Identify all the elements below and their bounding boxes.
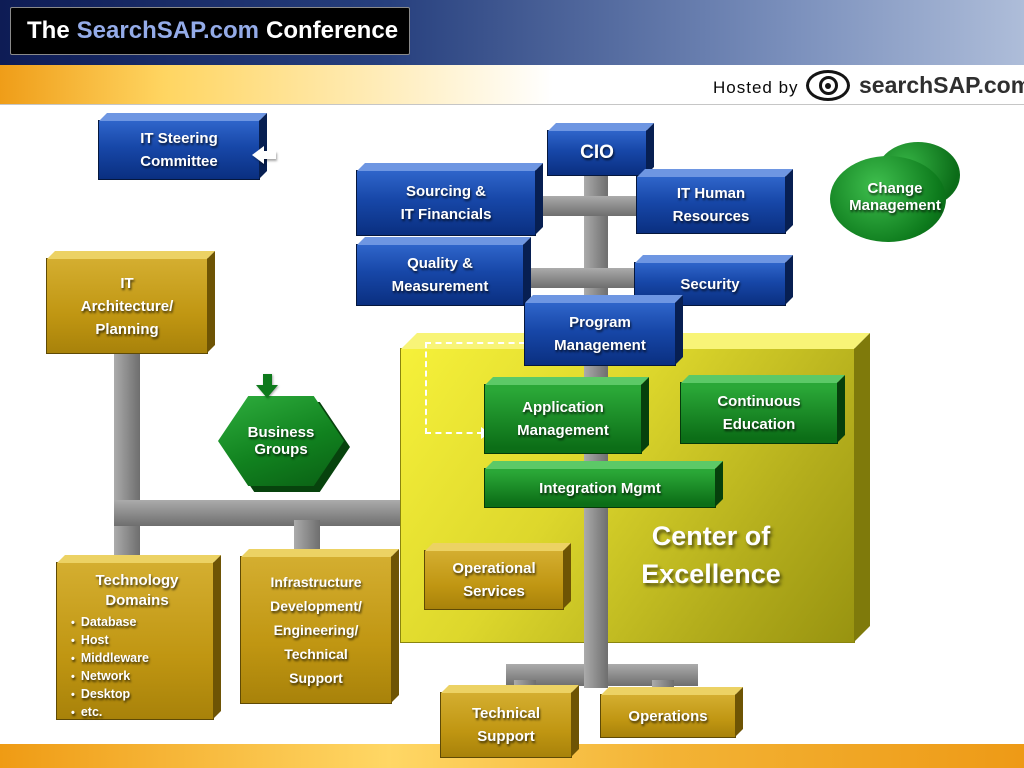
bullet-icon bbox=[71, 668, 75, 686]
bullet-icon bbox=[71, 614, 75, 632]
node-label: Security bbox=[680, 275, 740, 293]
node-label: Quality &Measurement bbox=[391, 255, 489, 295]
searchsap-logo: searchSAP.com bbox=[806, 70, 1024, 101]
logo-brand: SearchSAP.com bbox=[76, 17, 259, 44]
node-sourcing-it-financials: Sourcing &IT Financials bbox=[356, 170, 536, 236]
node-cio: CIO bbox=[547, 130, 647, 176]
node-label: Technology Domains Database Host Middlew… bbox=[57, 563, 213, 722]
node-label: Integration Mgmt bbox=[539, 479, 661, 497]
conference-logo: The SearchSAP.com Conference bbox=[10, 7, 410, 55]
host-strip bbox=[0, 65, 1024, 105]
left-arrow-icon bbox=[252, 146, 276, 164]
logo-prefix: The bbox=[27, 17, 70, 44]
node-technology-domains: Technology Domains Database Host Middlew… bbox=[56, 562, 214, 720]
connector-architecture-stem bbox=[114, 352, 140, 564]
header-band: The SearchSAP.com Conference bbox=[0, 0, 1024, 65]
searchsap-logo-text: searchSAP.com bbox=[859, 72, 1024, 98]
node-quality-measurement: Quality &Measurement bbox=[356, 244, 524, 306]
dashed-line-horizontal bbox=[425, 432, 483, 434]
hexagon bbox=[218, 396, 344, 486]
node-label: CIO bbox=[580, 142, 614, 163]
node-label: Center of Excellence bbox=[641, 521, 781, 589]
node-integration-mgmt: Integration Mgmt bbox=[484, 468, 716, 508]
node-label: Operations bbox=[628, 707, 708, 725]
ellipse-front bbox=[830, 156, 946, 242]
bullet-icon bbox=[71, 650, 75, 668]
down-arrow-icon bbox=[256, 374, 278, 398]
node-operations: Operations bbox=[600, 694, 736, 738]
bullet-icon bbox=[71, 632, 75, 650]
logo-suffix: Conference bbox=[266, 17, 399, 44]
node-label: Sourcing &IT Financials bbox=[400, 183, 492, 223]
eye-icon bbox=[806, 70, 850, 101]
dashed-line-top bbox=[425, 342, 525, 344]
dashed-line-vertical bbox=[425, 342, 427, 434]
bullet-icon bbox=[71, 704, 75, 722]
node-security: Security bbox=[634, 262, 786, 306]
hosted-by-label: Hosted by bbox=[713, 78, 799, 97]
bullet-icon bbox=[71, 686, 75, 704]
